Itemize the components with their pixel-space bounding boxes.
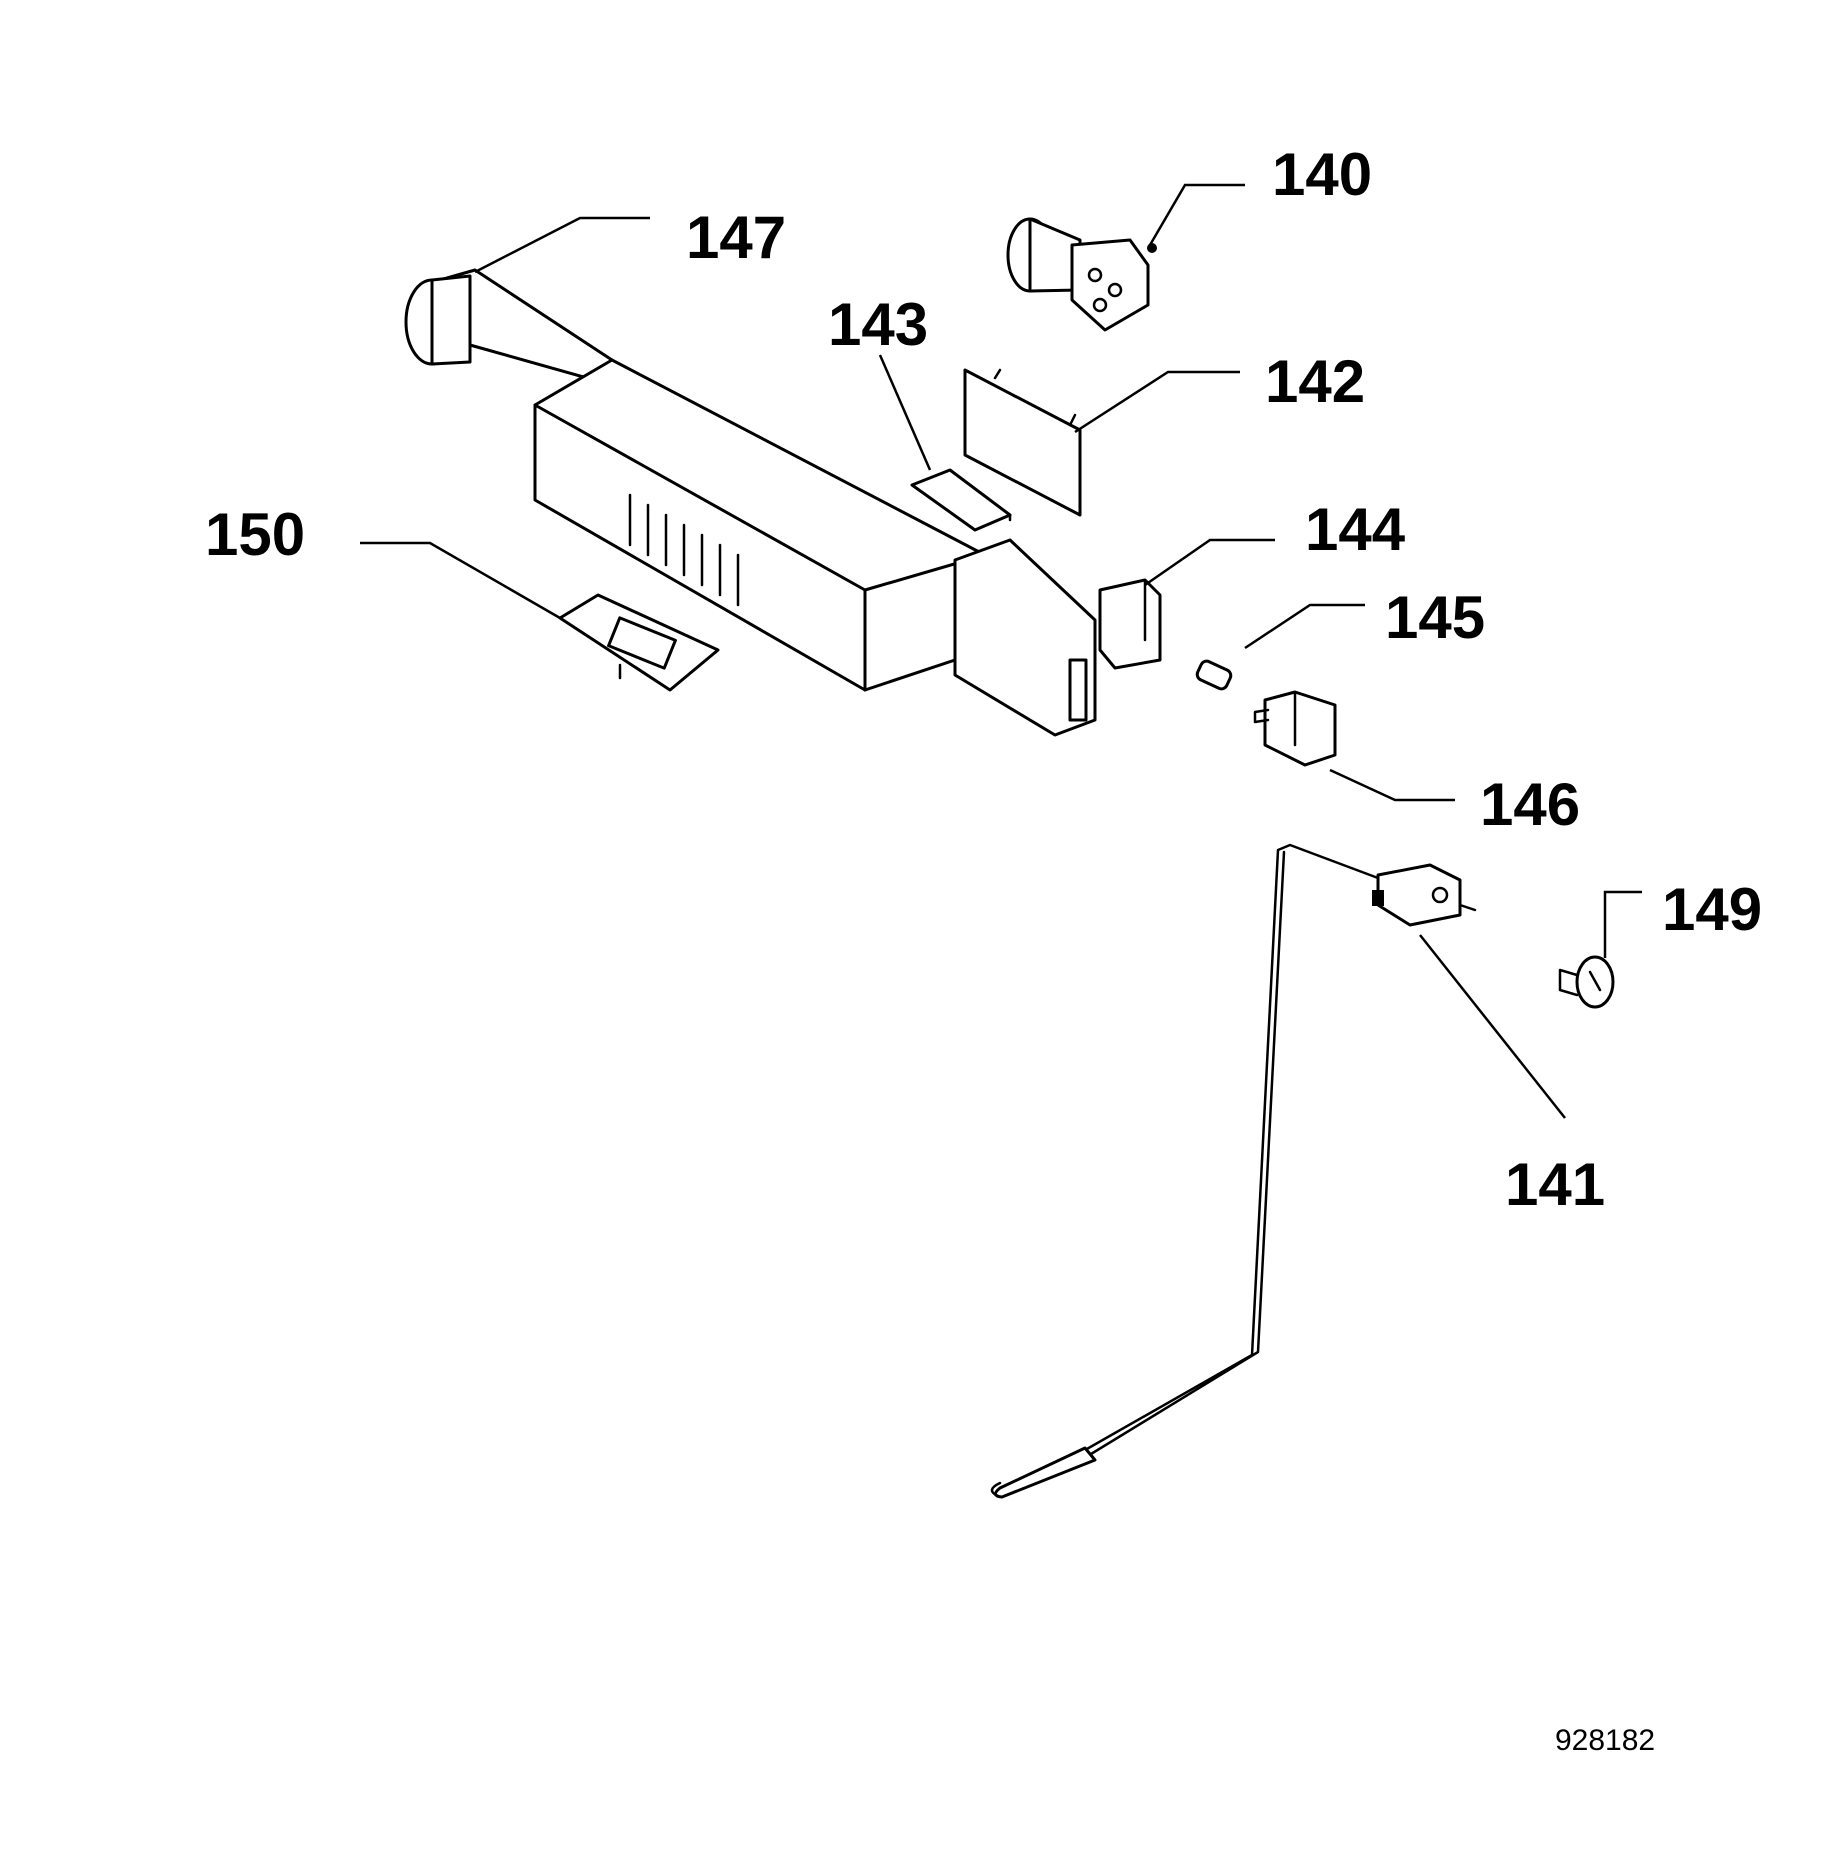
leader-lines — [360, 183, 1642, 1119]
label-150: 150 — [205, 501, 305, 568]
label-146: 146 — [1480, 771, 1580, 838]
callout-labels: 140 147 143 142 150 144 145 146 149 141 — [205, 141, 1762, 1218]
part-150-switch-plate — [558, 593, 720, 692]
part-142-plate — [963, 368, 1082, 517]
part-146-switch — [1253, 690, 1337, 767]
part-141-thermostat — [990, 843, 1477, 1499]
label-145: 145 — [1385, 584, 1485, 651]
label-140: 140 — [1272, 141, 1372, 208]
part-145-bulb — [1195, 659, 1233, 691]
label-144: 144 — [1305, 496, 1406, 563]
vent-slots — [628, 493, 740, 607]
label-141: 141 — [1505, 1151, 1605, 1218]
part-147-housing — [404, 268, 1097, 737]
label-142: 142 — [1265, 348, 1365, 415]
label-149: 149 — [1662, 876, 1762, 943]
label-147: 147 — [686, 204, 786, 271]
part-149-knob — [1558, 955, 1615, 1009]
label-143: 143 — [828, 291, 928, 358]
drawing-number: 928182 — [1555, 1724, 1655, 1757]
part-143-tab — [910, 468, 1012, 532]
part-144-connector — [1098, 578, 1162, 670]
part-140-lamp-holder — [1006, 217, 1157, 332]
